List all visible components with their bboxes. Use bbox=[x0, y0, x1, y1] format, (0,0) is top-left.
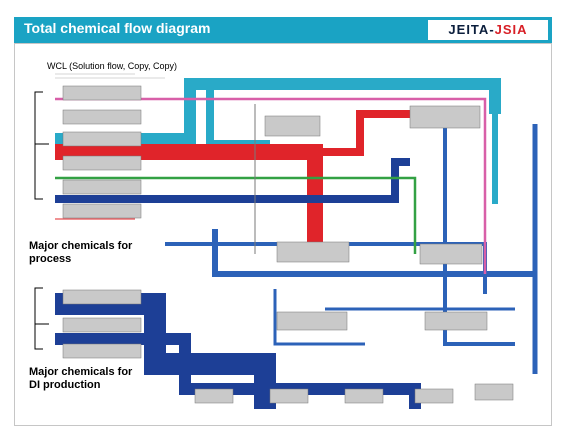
process-section-label: Major chemicals for process bbox=[29, 240, 133, 265]
output-box bbox=[474, 383, 514, 401]
process-box bbox=[264, 115, 321, 137]
input-box bbox=[62, 203, 142, 219]
red-flow-branch bbox=[315, 110, 410, 156]
output-box bbox=[269, 388, 309, 404]
logo-left: JEITA bbox=[448, 22, 490, 37]
input-box bbox=[62, 289, 142, 305]
process-bracket bbox=[34, 91, 43, 200]
process-box bbox=[424, 311, 488, 331]
input-box bbox=[62, 155, 142, 171]
output-box bbox=[414, 388, 454, 404]
process-box bbox=[409, 105, 481, 129]
di-section-label: Major chemicals for DI production bbox=[29, 366, 133, 391]
cyan-flow-main bbox=[55, 78, 501, 145]
input-box bbox=[62, 131, 142, 147]
input-box bbox=[62, 179, 142, 195]
title-bar: Total chemical flow diagram JEITA-JSIA bbox=[14, 17, 552, 43]
process-box bbox=[419, 243, 483, 265]
input-box bbox=[62, 317, 142, 333]
process-box bbox=[276, 311, 348, 331]
input-box bbox=[62, 85, 142, 101]
input-box bbox=[62, 109, 142, 125]
logo-separator: - bbox=[489, 22, 495, 37]
green-flow bbox=[55, 176, 417, 254]
cyan-flow-branch bbox=[206, 84, 270, 148]
jeita-jsia-logo: JEITA-JSIA bbox=[428, 20, 548, 40]
output-box bbox=[194, 388, 234, 404]
flow-diagram: WCL (Solution flow, Copy, Copy) bbox=[34, 61, 538, 409]
navy-flow-upper bbox=[55, 158, 410, 203]
flow-diagram-panel: WCL (Solution flow, Copy, Copy) bbox=[14, 43, 552, 426]
diagram-subtitle: WCL (Solution flow, Copy, Copy) bbox=[47, 61, 177, 71]
output-box bbox=[344, 388, 384, 404]
diagram-title: Total chemical flow diagram bbox=[24, 20, 211, 36]
logo-right: JSIA bbox=[494, 22, 528, 37]
magenta-flow bbox=[55, 97, 487, 274]
blue-flow-inner bbox=[443, 124, 515, 346]
process-box bbox=[276, 241, 350, 263]
input-box bbox=[62, 343, 142, 359]
di-bracket bbox=[34, 287, 43, 350]
blue-flow-small bbox=[273, 289, 365, 346]
